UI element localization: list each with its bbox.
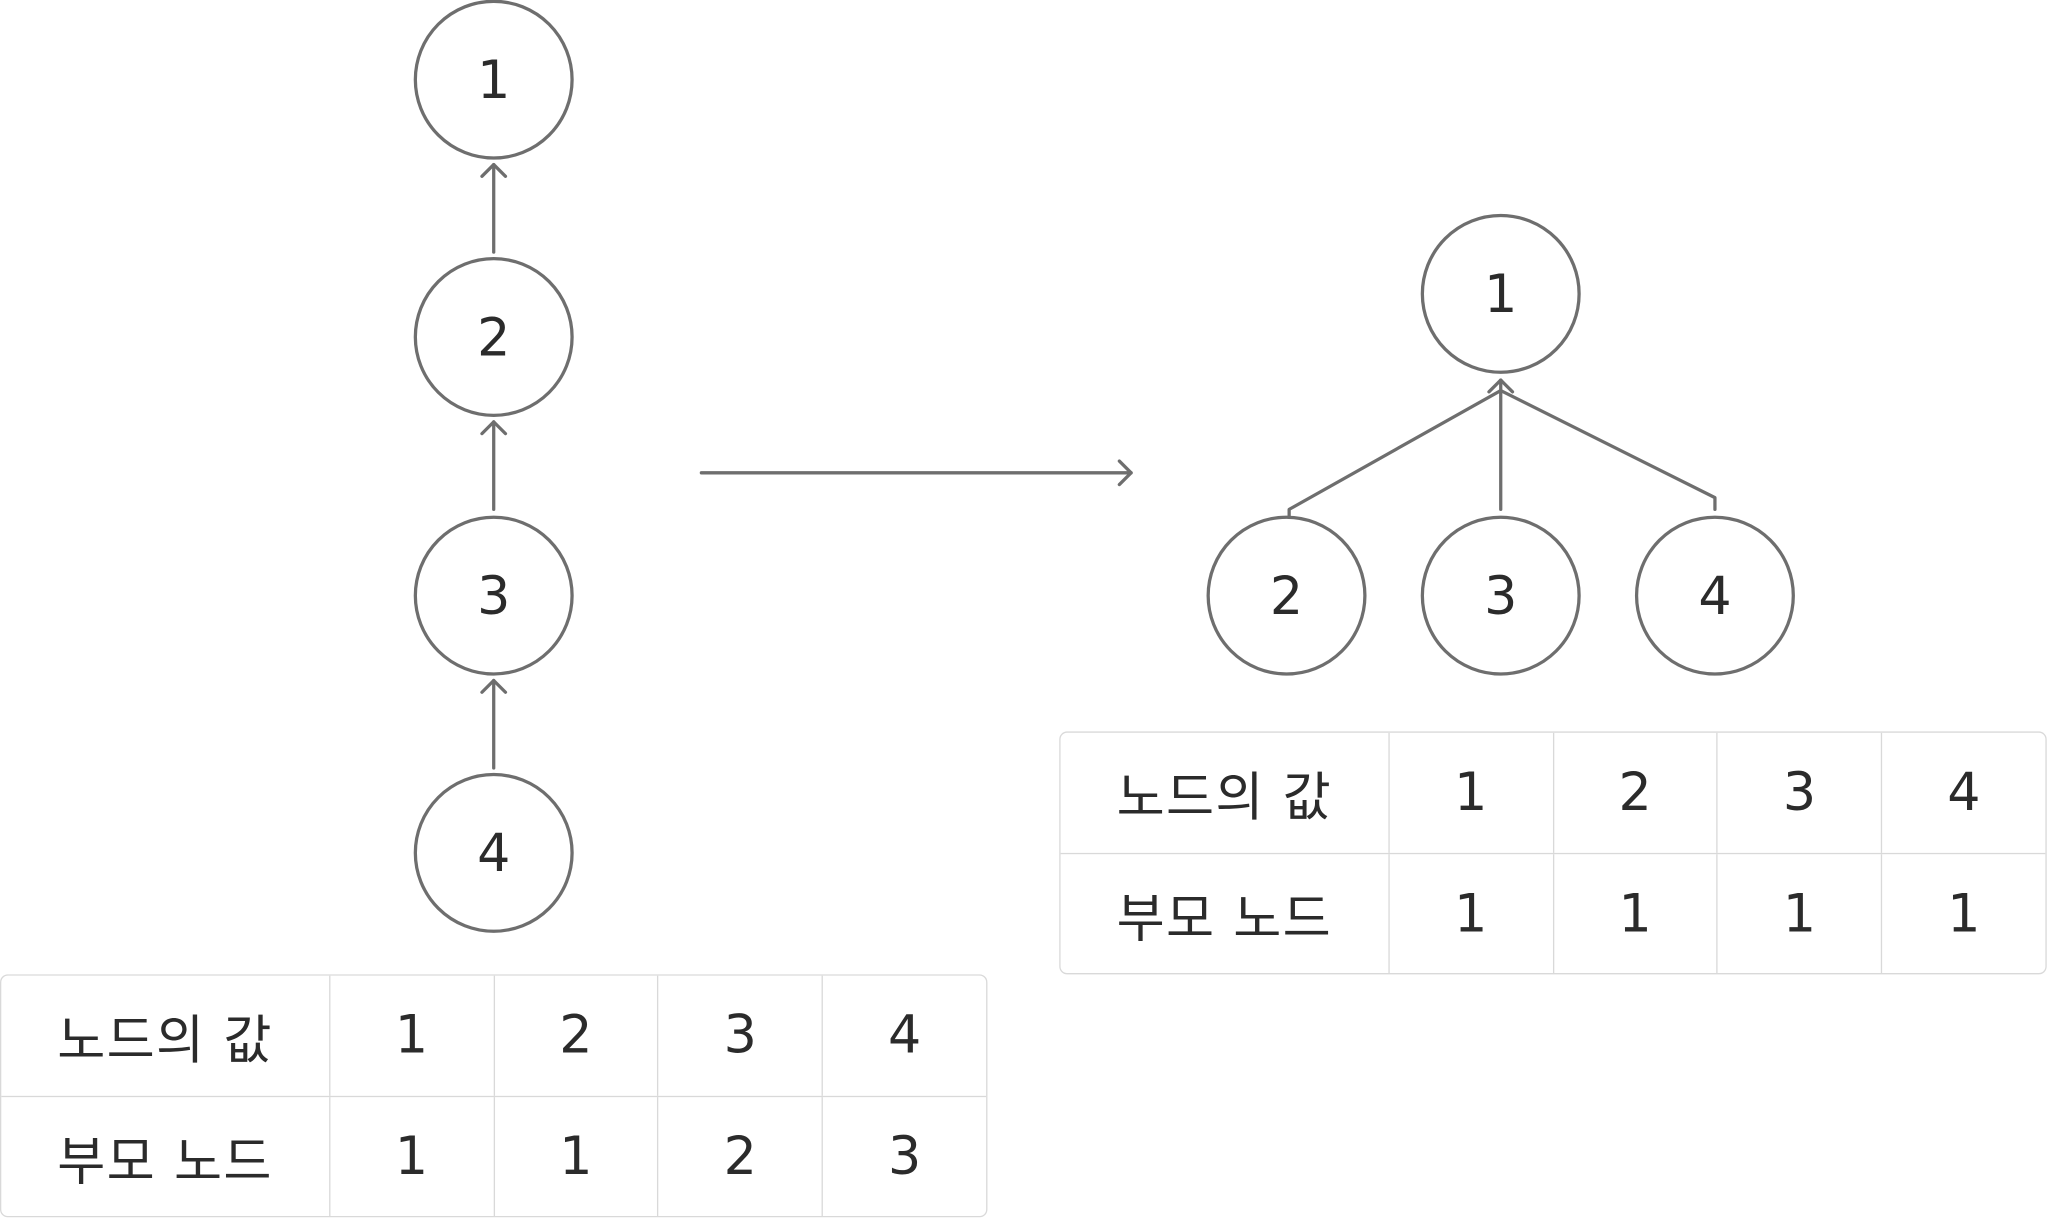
left-node-4-circle	[413, 772, 574, 933]
right-node-4-circle	[1634, 515, 1795, 676]
node-value-header: 노드의 값	[1116, 767, 1332, 829]
left-arrow-2-to-1	[480, 162, 508, 254]
node-value-cell: 1	[1387, 732, 1552, 853]
node-value-cell: 1	[328, 975, 493, 1096]
left-arrow-3-to-2	[480, 420, 508, 512]
parent-node-header: 부모 노드	[57, 1131, 273, 1192]
parent-node-cell: 1	[1387, 854, 1552, 974]
right-node-3-label: 3	[1484, 567, 1517, 627]
left-node-1-label: 1	[477, 51, 510, 111]
transition-arrow	[699, 459, 1133, 487]
node-value-cell: 4	[1881, 732, 2045, 853]
left-parent-table: 노드의 값 1 2 3 4 부모 노드 1 1 2 3	[0, 974, 988, 1218]
right-node-3-circle	[1420, 515, 1581, 676]
right-node-2-label: 2	[1270, 567, 1303, 627]
parent-node-cell: 1	[328, 1097, 493, 1216]
right-node-1-label: 1	[1484, 265, 1517, 325]
node-value-header: 노드의 값	[57, 1010, 273, 1072]
node-value-cell: 3	[657, 975, 821, 1096]
node-value-cell: 2	[1552, 732, 1716, 853]
parent-node-cell: 3	[821, 1097, 986, 1216]
right-node-2-circle	[1206, 515, 1367, 676]
left-node-4-label: 4	[477, 824, 510, 884]
right-node-4-label: 4	[1698, 567, 1731, 627]
parent-node-header: 부모 노드	[1116, 888, 1332, 949]
node-value-row: 노드의 값 1 2 3 4	[1, 975, 986, 1096]
left-node-2-label: 2	[477, 308, 510, 368]
parent-node-row: 부모 노드 1 1 2 3	[1, 1095, 987, 1216]
right-edge-2-to-1	[1287, 388, 1503, 519]
parent-node-cell: 2	[657, 1097, 821, 1216]
parent-node-cell: 1	[1552, 854, 1716, 974]
left-node-2-circle	[413, 256, 574, 417]
left-node-3-label: 3	[477, 567, 510, 627]
right-parent-table: 노드의 값 1 2 3 4 부모 노드 1 1 1 1	[1059, 731, 2047, 975]
parent-node-row: 부모 노드 1 1 1 1	[1060, 852, 2046, 974]
left-node-3-circle	[413, 515, 574, 676]
node-value-cell: 4	[821, 975, 986, 1096]
node-value-row: 노드의 값 1 2 3 4	[1061, 732, 2046, 853]
right-arrowhead-to-1	[1487, 378, 1515, 394]
left-arrow-4-to-3	[480, 678, 508, 770]
right-node-1-circle	[1420, 213, 1581, 374]
node-value-cell: 3	[1716, 732, 1881, 853]
left-node-1-circle	[413, 0, 574, 160]
right-edge-4-to-1	[1499, 388, 1717, 512]
parent-node-cell: 1	[493, 1097, 657, 1216]
parent-node-cell: 1	[1881, 854, 2045, 974]
node-value-cell: 2	[493, 975, 657, 1096]
parent-node-cell: 1	[1716, 854, 1881, 974]
